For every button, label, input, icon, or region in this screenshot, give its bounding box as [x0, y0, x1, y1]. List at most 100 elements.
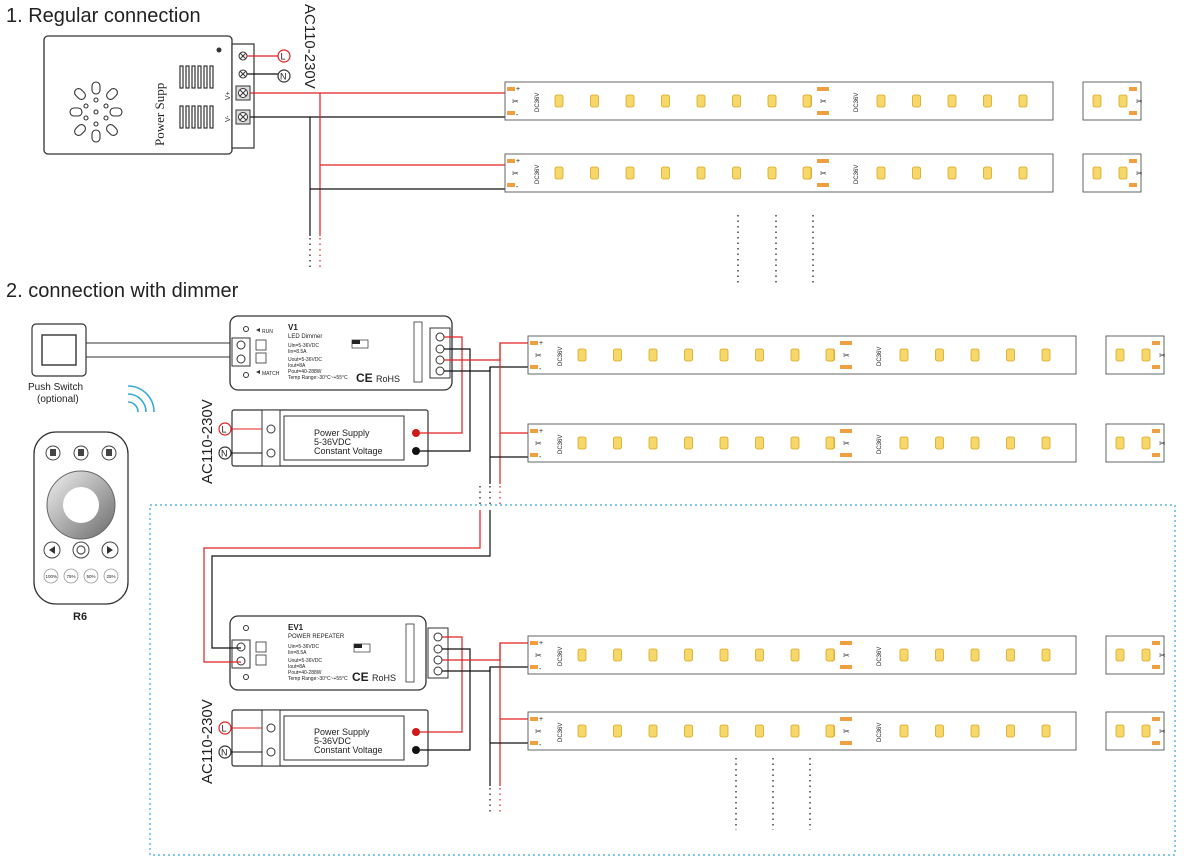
repeater-ce: CE [352, 670, 369, 684]
push-switch-note: (optional) [37, 394, 79, 405]
solder-pad [530, 717, 538, 721]
remote-label: R6 [73, 611, 87, 623]
scissor-icon: ✂ [1136, 169, 1143, 178]
led-chip [577, 724, 587, 738]
ps1-line3: Constant Voltage [314, 446, 383, 456]
strip-plus: + [516, 86, 520, 93]
strip-minus: - [539, 366, 542, 373]
scissor-icon: ✂ [535, 351, 542, 360]
strip-voltage-label: DC36V [558, 647, 564, 666]
remote-r6: 100% 75% 50% 25% [33, 431, 129, 605]
strip-voltage-label: DC36V [854, 93, 860, 112]
led-chip [719, 348, 729, 362]
wires-section2 [203, 336, 530, 786]
svg-text:V+: V+ [225, 91, 232, 100]
scissor-icon: ✂ [1159, 351, 1166, 360]
dimmer-v1: RUN MATCH V1 LED Dimmer Uin=5-36VDC Iin=… [229, 315, 453, 391]
led-chip [825, 436, 835, 450]
svg-text:L: L [222, 425, 227, 435]
led-chip [696, 94, 706, 108]
remote-preset-25: 25% [107, 574, 116, 579]
remote-preset-50: 50% [87, 574, 96, 579]
repeater-rohs: RoHS [372, 673, 396, 683]
led-chip [554, 94, 564, 108]
strip-plus: + [516, 158, 520, 165]
svg-text:N: N [280, 72, 287, 82]
led-chip [876, 94, 886, 108]
solder-pad [530, 453, 538, 457]
ps2-line1: Power Supply [314, 727, 370, 737]
led-chip [912, 166, 921, 180]
led-chip [935, 348, 944, 362]
led-chip [1041, 348, 1051, 362]
led-chip [755, 648, 764, 662]
ps1-line2: 5-36VDC [314, 437, 352, 447]
led-chip [912, 94, 921, 108]
led-chip [899, 724, 909, 738]
led-chip [590, 94, 599, 108]
scissor-icon: ✂ [1159, 651, 1166, 660]
push-switch-label: Push Switch [28, 382, 83, 393]
strip-voltage-label: DC36V [558, 435, 564, 454]
led-chip [1141, 724, 1151, 738]
scissor-icon: ✂ [1159, 439, 1166, 448]
svg-text:L: L [222, 724, 227, 734]
solder-pad [530, 429, 538, 433]
led-chip [684, 724, 693, 738]
led-chip [625, 166, 635, 180]
led-chip [802, 94, 812, 108]
scissor-icon: ✂ [843, 439, 850, 448]
svg-text:Uin=5-36VDC: Uin=5-36VDC [288, 343, 319, 349]
led-chip [684, 348, 693, 362]
scissor-icon: ✂ [1136, 97, 1143, 106]
solder-pad [530, 365, 538, 369]
wires-section1 [250, 92, 505, 236]
svg-text:N: N [221, 748, 228, 758]
power-supply-2: Power Supply 5-36VDC Constant Voltage [231, 709, 429, 767]
strip-voltage-label: DC36V [558, 347, 564, 366]
fan-icon [69, 81, 123, 143]
led-chip [719, 648, 729, 662]
led-chip [648, 348, 658, 362]
led-chip [719, 724, 729, 738]
ac-label-3: AC110-230V [199, 699, 216, 784]
led-chip [1115, 648, 1125, 662]
section2-title: 2. connection with dimmer [6, 280, 239, 302]
led-chip [1041, 724, 1051, 738]
psu-section1: Power Supp V+ V- [43, 35, 255, 155]
led-chip [1092, 94, 1102, 108]
section1-title: 1. Regular connection [6, 5, 201, 27]
push-switch [31, 323, 87, 377]
led-chip [1018, 94, 1028, 108]
led-chip [802, 166, 812, 180]
svg-text:Iout=8A: Iout=8A [288, 664, 306, 670]
led-chip [577, 648, 587, 662]
strip-voltage-label: DC36V [877, 347, 883, 366]
led-chip [1115, 436, 1125, 450]
svg-text:MATCH: MATCH [262, 371, 280, 377]
led-chip [970, 348, 980, 362]
led-chip [1115, 348, 1125, 362]
led-chip [613, 724, 622, 738]
led-chip [1115, 724, 1125, 738]
dimmer-ce: CE [356, 371, 373, 385]
ps2-line3: Constant Voltage [314, 745, 383, 755]
led-chip [684, 648, 693, 662]
svg-text:Iout=8A: Iout=8A [288, 363, 306, 369]
led-chip [970, 724, 980, 738]
svg-text:N: N [221, 449, 228, 459]
led-chip [590, 166, 599, 180]
led-chip [625, 94, 635, 108]
strip-voltage-label: DC36V [558, 723, 564, 742]
dimmer-model: V1 [288, 323, 298, 332]
strip-minus: - [516, 184, 519, 191]
led-chip [1018, 166, 1028, 180]
strip-plus: + [539, 428, 543, 435]
led-chip [1141, 436, 1151, 450]
scissor-icon: ✂ [535, 651, 542, 660]
svg-text:Temp Range:-30°C~+55°C: Temp Range:-30°C~+55°C [288, 375, 348, 381]
